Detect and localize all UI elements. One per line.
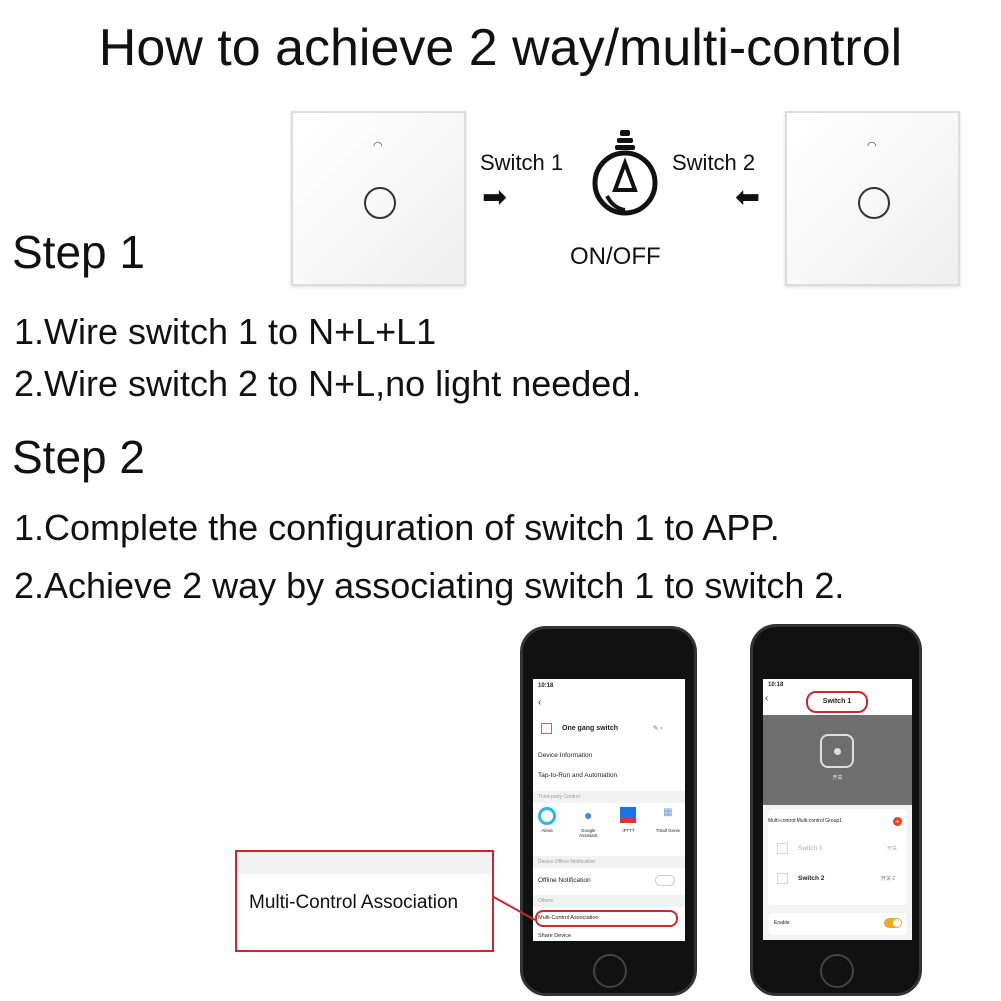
back-icon[interactable]: ‹ (765, 693, 769, 704)
member-channel: 开关 2 (881, 876, 896, 882)
group-card (768, 809, 907, 905)
member-name: Switch 2 (798, 875, 825, 882)
offline-toggle[interactable] (655, 875, 675, 886)
nav-bar (763, 679, 912, 715)
member-name: Switch 1 (798, 845, 823, 852)
highlight-ring (535, 910, 678, 927)
arrow-left-icon: ⬅ (735, 181, 761, 214)
enable-label: Enable (774, 920, 790, 926)
menu-share-device[interactable]: Share Device (538, 933, 572, 939)
menu-tap-to-run[interactable]: Tap-to-Run and Automation (538, 772, 618, 779)
phone-2: 10:18 ‹ Switch 1 开关 Multi-control:Multi-… (750, 624, 922, 996)
light-bulb-icon (592, 130, 658, 216)
add-icon[interactable]: + (893, 817, 902, 826)
service-label: Google Assistant (579, 828, 598, 838)
step-1-line-1: 1.Wire switch 1 to N+L+L1 (14, 311, 437, 352)
page-title: How to achieve 2 way/multi-control (98, 19, 903, 77)
device-header (763, 715, 912, 805)
bulb-label: ON/OFF (570, 243, 661, 270)
service-label: Alexa (541, 828, 553, 833)
member-channel: 开关 (887, 846, 898, 852)
touch-button (858, 187, 890, 219)
device-title: Switch 1 (806, 691, 868, 713)
step-1-heading: Step 1 (12, 226, 145, 278)
callout-label: Multi-Control Association (249, 892, 459, 913)
step-2-heading: Step 2 (12, 431, 145, 483)
switch-2-panel: ◠ (785, 111, 960, 286)
service-google[interactable]: ●Google Assistant (579, 807, 598, 838)
arrow-right-icon: ➡ (482, 181, 508, 214)
back-icon[interactable]: ‹ (538, 697, 542, 708)
step-2-line-1: 1.Complete the configuration of switch 1… (14, 507, 780, 548)
status-time: 10:18 (768, 682, 784, 688)
menu-multi-control-association[interactable]: Multi-Control Association (538, 915, 599, 921)
section-offline: Device Offline Notification (533, 856, 685, 868)
service-alexa[interactable]: Alexa (538, 807, 556, 838)
section-third-party: Third-party Control (533, 791, 685, 803)
step-2-line-2: 2.Achieve 2 way by associating switch 1 … (14, 565, 845, 606)
switch-caption: 开关 (832, 775, 843, 781)
callout-header (237, 852, 492, 874)
service-tmall[interactable]: ▦Tmall Genie (655, 807, 680, 833)
service-label: IFTTT (622, 828, 635, 833)
home-button[interactable] (593, 954, 627, 988)
edit-icon[interactable]: ✎ › (653, 725, 663, 732)
switch-1-panel: ◠ (291, 111, 466, 286)
touch-button (364, 187, 396, 219)
section-others: Others (533, 895, 685, 907)
enable-toggle[interactable] (884, 918, 902, 928)
wifi-icon: ◠ (373, 140, 383, 152)
power-button[interactable] (820, 734, 854, 768)
device-icon (777, 843, 788, 854)
offline-notification-label: Offline Notification (538, 877, 591, 884)
phone-1: 10:18 ‹ One gang switch ✎ › Device Infor… (520, 626, 697, 996)
switch-1-label: Switch 1 (480, 150, 564, 175)
status-time: 10:18 (538, 683, 554, 689)
group-label[interactable]: Multi-control:Multi-control Group1 (768, 818, 842, 824)
services-row: Alexa ●Google Assistant IFTTT ▦Tmall Gen… (538, 807, 680, 838)
switch-2-label: Switch 2 (672, 150, 756, 175)
service-ifttt[interactable]: IFTTT (620, 807, 637, 838)
service-label: Tmall Genie (655, 828, 680, 833)
device-icon (777, 873, 788, 884)
home-button[interactable] (820, 954, 854, 988)
step-1-line-2: 2.Wire switch 2 to N+L,no light needed. (14, 363, 642, 404)
device-icon (541, 723, 552, 734)
phone-2-screen: 10:18 ‹ Switch 1 开关 Multi-control:Multi-… (763, 679, 912, 940)
device-name[interactable]: One gang switch (562, 725, 619, 732)
callout-connector (490, 894, 536, 921)
enable-card (768, 913, 907, 935)
wifi-icon: ◠ (867, 140, 877, 152)
phone-1-screen: 10:18 ‹ One gang switch ✎ › Device Infor… (533, 679, 685, 941)
menu-device-information[interactable]: Device Information (538, 752, 593, 759)
callout-box: Multi-Control Association (235, 850, 494, 952)
